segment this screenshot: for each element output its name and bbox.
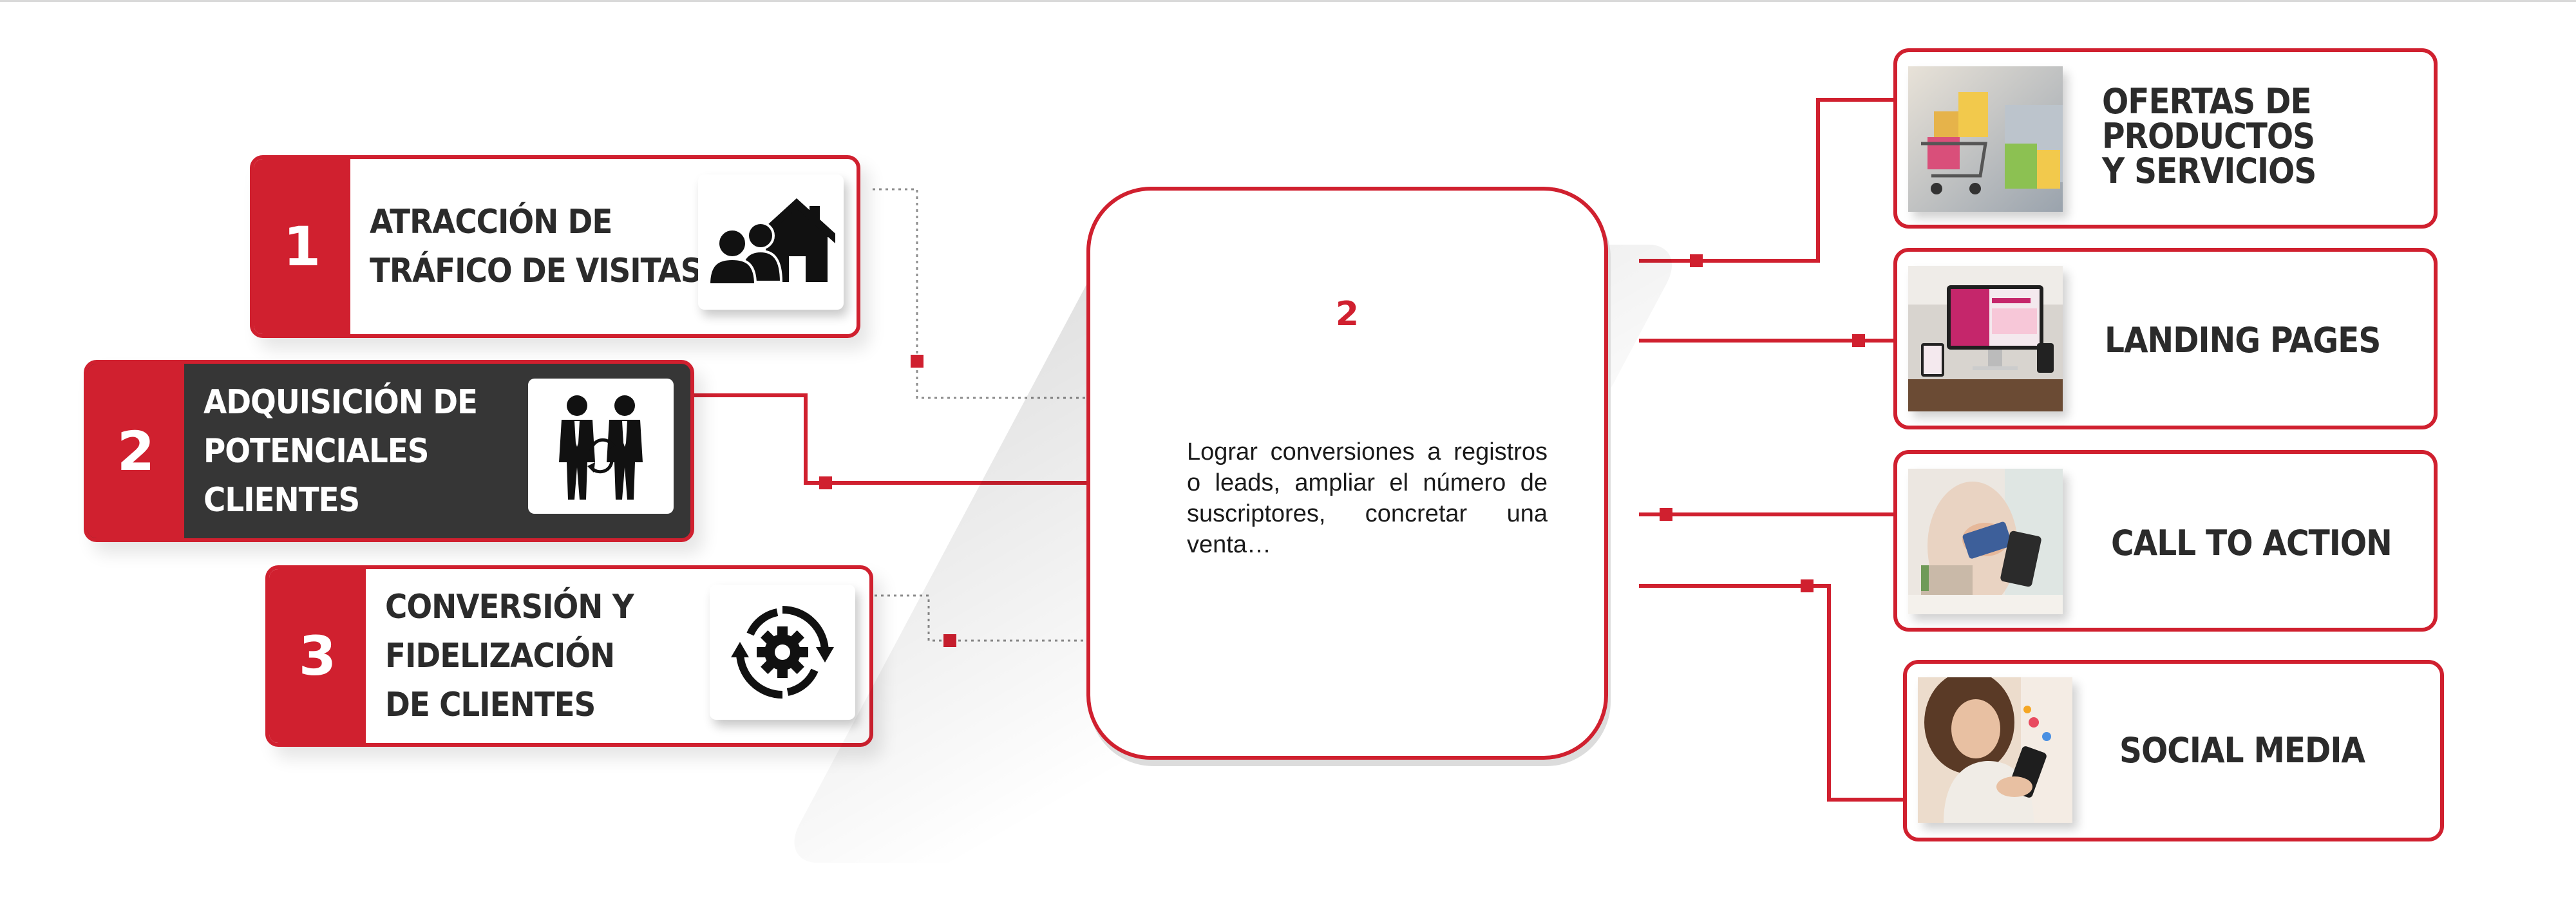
step-label: ATRACCIÓN DE TRÁFICO DE VISITAS: [370, 203, 702, 290]
feature-card-ofertas[interactable]: OFERTAS DE PRODUCTOS Y SERVICIOS: [1893, 48, 2438, 229]
feature-title: SOCIAL MEDIA: [2119, 730, 2365, 771]
shopping-cart-photo: [1908, 66, 2063, 212]
card-payment-photo: [1908, 469, 2063, 614]
connector-step-2: [694, 393, 1086, 485]
center-card: 2 Lograr conversiones a registros o lead…: [1086, 187, 1608, 760]
center-description: Lograr conversiones a registros o leads,…: [1187, 438, 1548, 558]
connector-node-step-1: [911, 355, 923, 368]
center-number: 2: [1335, 295, 1359, 334]
connector-node-step-3: [943, 634, 956, 647]
connector-node-feature-1: [1690, 254, 1703, 267]
step-number: 2: [88, 364, 184, 538]
desktop-computer-photo: [1908, 266, 2063, 411]
step-label: CONVERSIÓN Y FIDELIZACIÓN DE CLIENTES: [385, 588, 634, 724]
smartphone-photo: [1918, 677, 2072, 823]
connector-node-feature-3: [1660, 508, 1672, 521]
step-label: ADQUISICIÓN DE POTENCIALES CLIENTES: [204, 382, 478, 520]
step-number: 1: [254, 159, 350, 334]
feature-title: CALL TO ACTION: [2111, 523, 2392, 563]
people-house-icon: [698, 174, 844, 310]
feature-title: LANDING PAGES: [2105, 320, 2381, 361]
connector-node-feature-4: [1801, 579, 1814, 592]
business-exchange-icon: [528, 379, 674, 514]
connector-feature-1: [1639, 98, 1895, 263]
feature-title: OFERTAS DE PRODUCTOS Y SERVICIOS: [2102, 81, 2316, 191]
gear-cycle-icon: [710, 585, 855, 720]
top-divider: [0, 0, 2576, 2]
connector-node-step-2: [819, 476, 832, 489]
connector-feature-4: [1639, 584, 1903, 802]
step-number: 3: [269, 569, 366, 743]
connector-step-1: [873, 188, 1086, 399]
connector-node-feature-2: [1852, 334, 1865, 347]
connector-step-3: [875, 594, 1086, 642]
